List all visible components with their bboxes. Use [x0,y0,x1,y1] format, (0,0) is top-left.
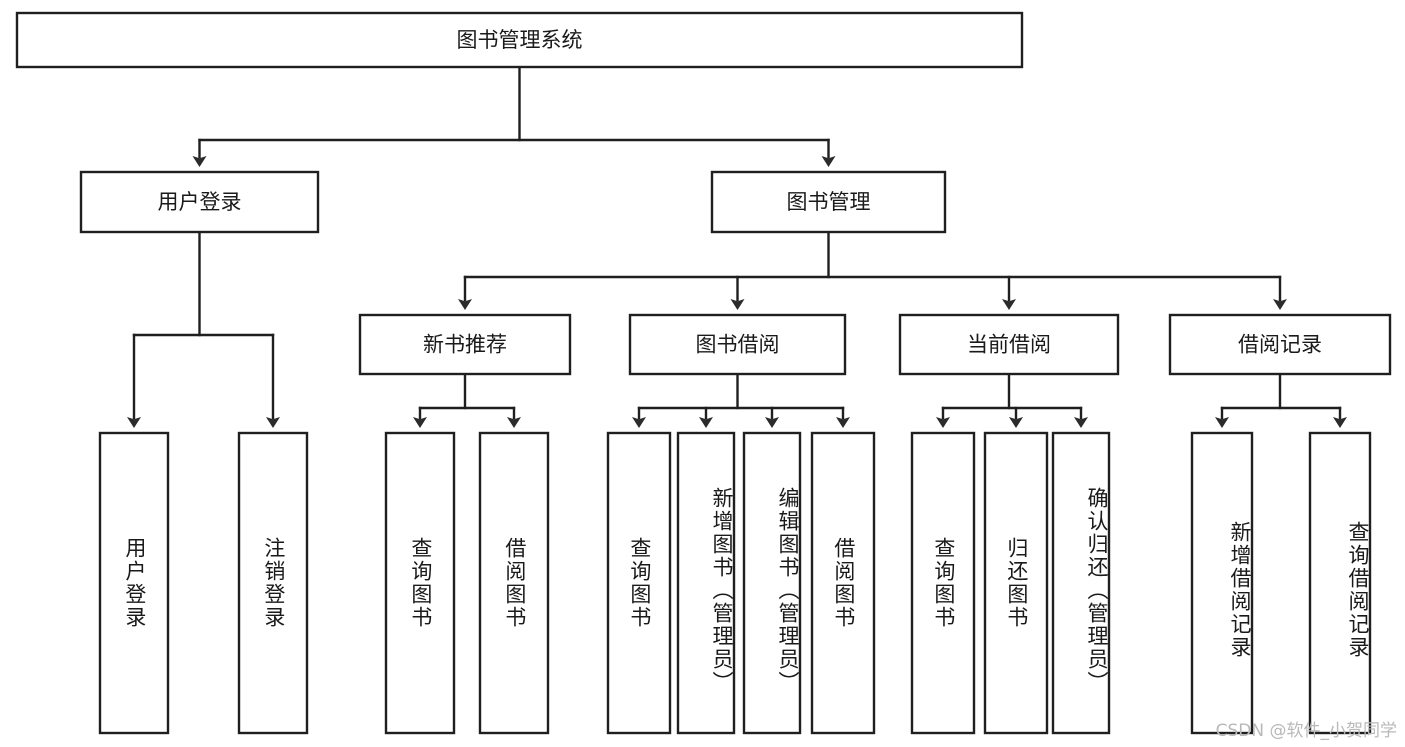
node-box-leaf-add-borrow-record [1190,431,1254,735]
node-box-book-borrow [628,313,847,376]
node-label-book-manage: 图书管理 [787,190,871,214]
node-box-leaf-add-book-admin [676,431,736,735]
node-label-root: 图书管理系统 [457,28,583,52]
node-box-borrow-record [1168,313,1392,376]
node-box-current-borrow [898,313,1120,376]
boxes-layer [15,11,1392,735]
node-box-leaf-query-borrow-record [1308,431,1372,735]
node-label-borrow-record: 借阅记录 [1238,333,1322,357]
node-box-leaf-logout-login [237,431,309,735]
node-label-current-borrow: 当前借阅 [967,333,1051,357]
csdn-watermark: CSDN @软件_小贺同学 [1215,721,1397,741]
node-box-leaf-borrow-book-2 [810,431,876,735]
node-label-new-book-recommend: 新书推荐 [423,333,507,357]
node-box-leaf-query-book-3 [910,431,976,735]
node-box-leaf-user-login [98,431,170,735]
node-label-book-borrow: 图书借阅 [696,333,780,357]
connectors-layer [127,65,1347,428]
node-label-user-login: 用户登录 [158,190,242,214]
node-box-leaf-return-book [983,431,1049,735]
node-box-leaf-edit-book-admin [742,431,802,735]
node-box-new-book-recommend [358,313,572,376]
node-box-leaf-query-book-1 [384,431,456,735]
node-box-root [15,11,1024,69]
node-box-book-manage [710,170,947,234]
node-box-user-login [79,170,320,234]
node-box-leaf-borrow-book-1 [478,431,550,735]
node-box-leaf-query-book-2 [606,431,672,735]
node-box-leaf-confirm-return-admin [1051,431,1111,735]
